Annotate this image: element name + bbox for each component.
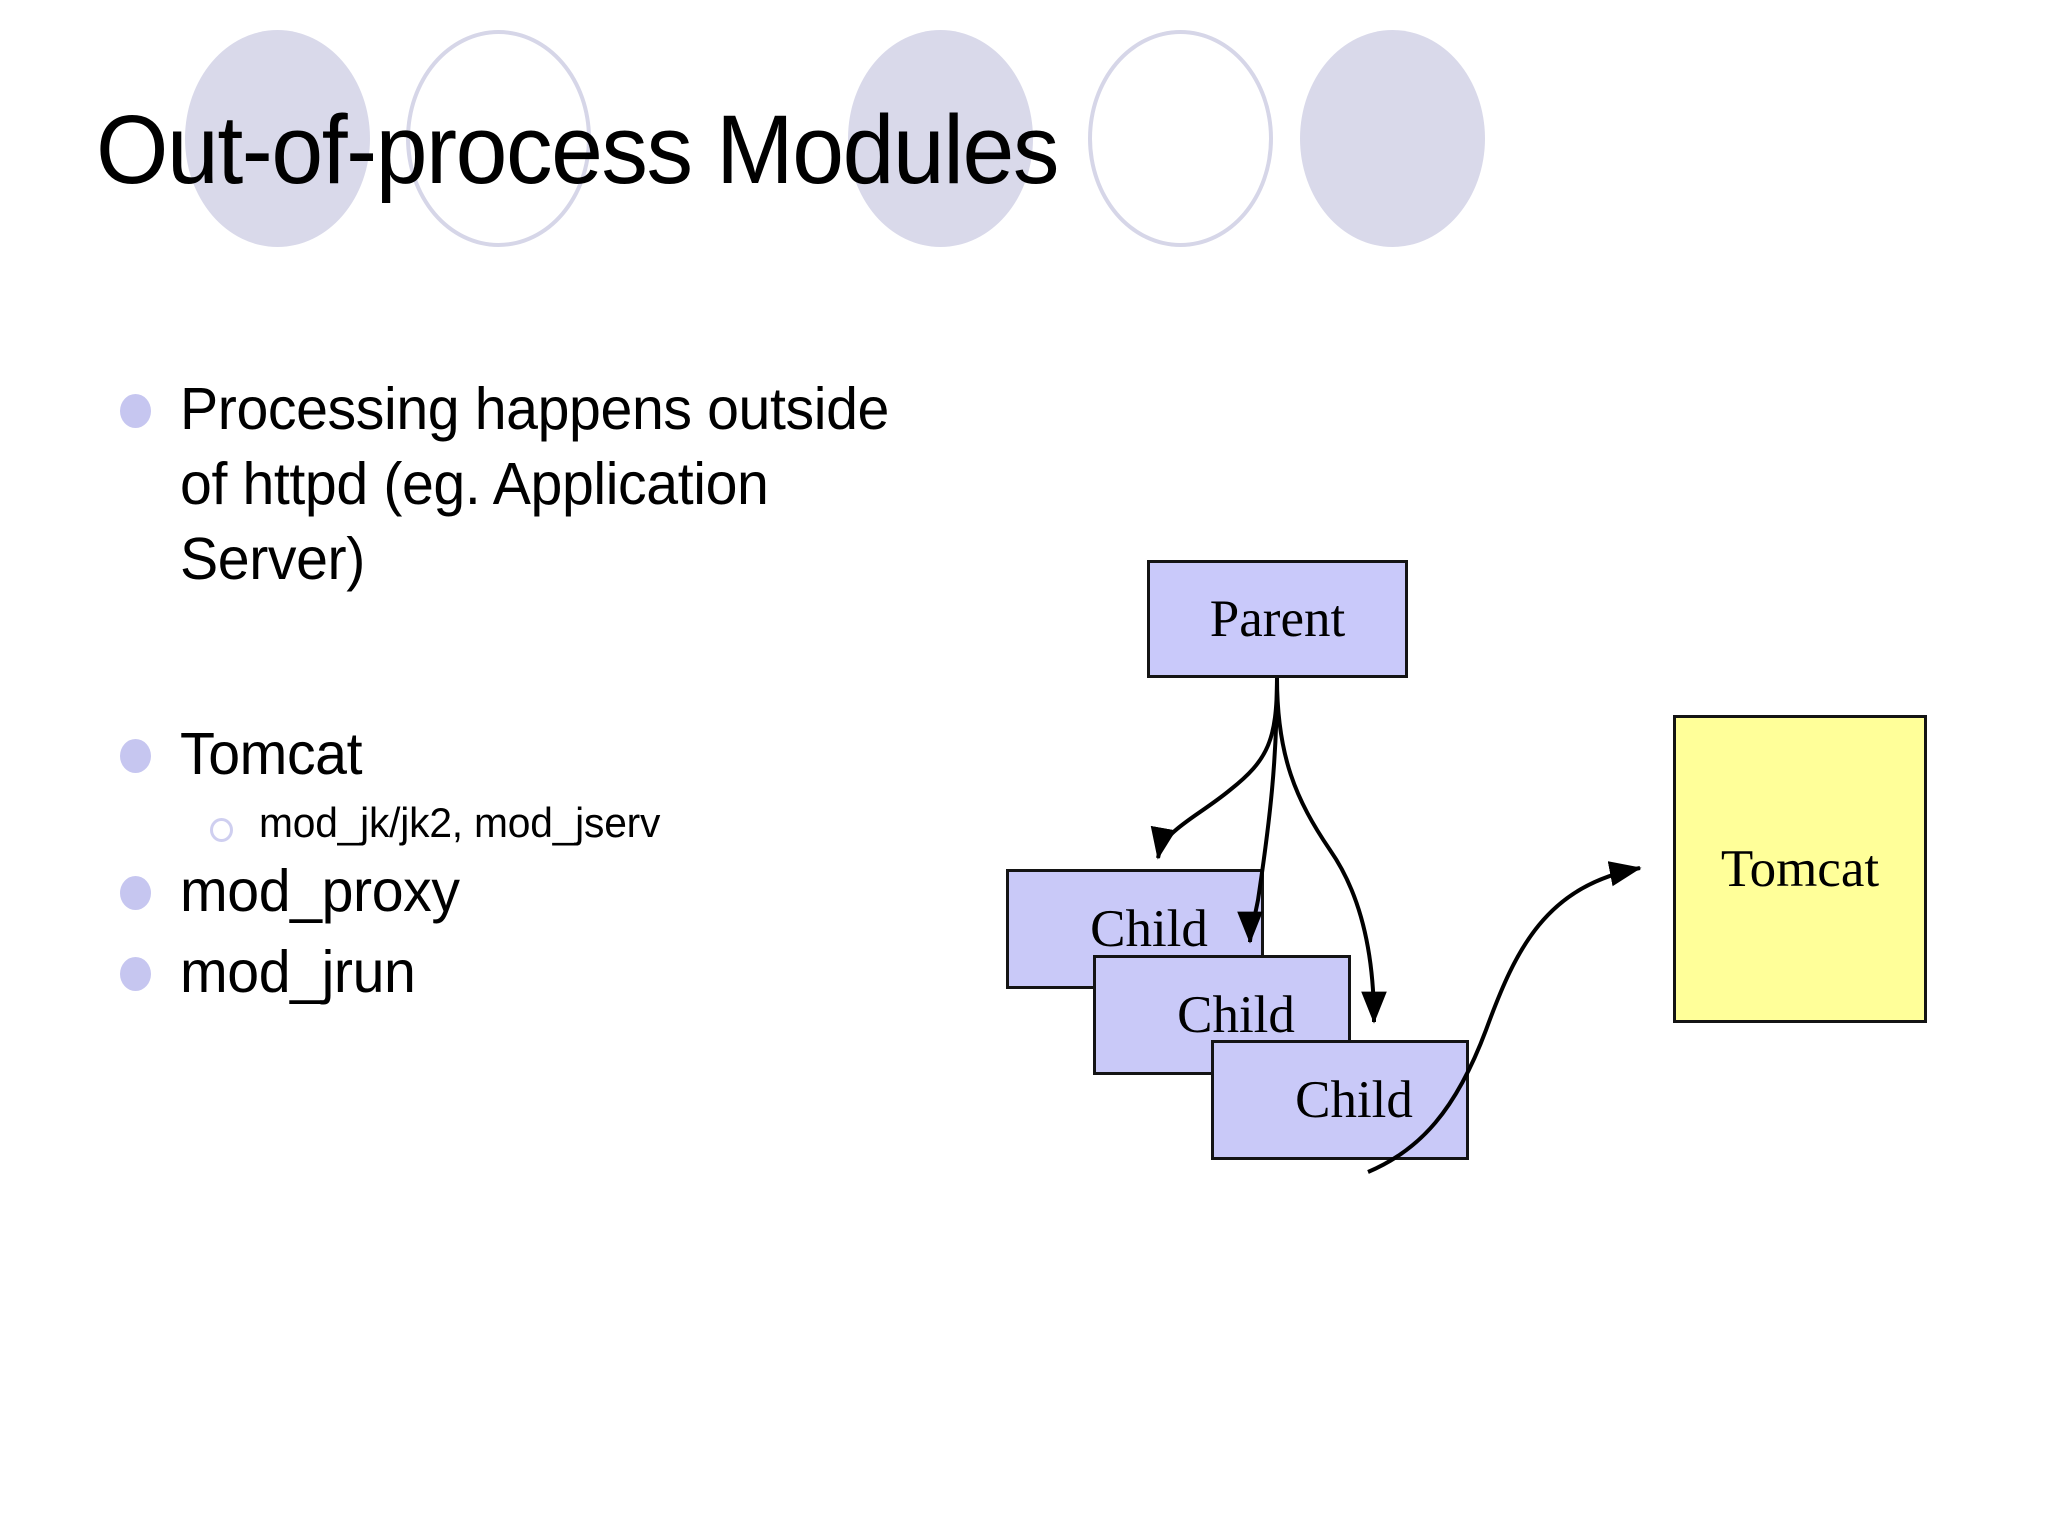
bullet-item-modjrun: mod_jrun — [120, 935, 960, 1010]
decor-filled-ellipse-1 — [185, 30, 370, 247]
parent-process-box: Parent — [1147, 560, 1408, 678]
decorative-circle-band — [0, 0, 2048, 260]
bullet-label: Processing happens outside of httpd (eg.… — [180, 376, 889, 592]
child-box-label: Child — [1295, 1071, 1413, 1129]
parent-box-label: Parent — [1209, 590, 1346, 648]
bullet-dot-icon — [120, 394, 151, 428]
bullet-item-tomcat: Tomcat — [120, 717, 960, 792]
arrow-parent-to-child-1 — [1150, 677, 1279, 860]
decor-outline-ellipse-1 — [406, 30, 591, 247]
decor-outline-ellipse-2 — [1088, 30, 1273, 247]
tomcat-backend-box: Tomcat — [1673, 715, 1927, 1023]
hollow-bullet-icon — [210, 817, 233, 842]
bullet-dot-icon — [120, 957, 151, 991]
sub-bullet-item-modjk: mod_jk/jk2, mod_jserv — [120, 798, 960, 848]
bullet-item-processing: Processing happens outside of httpd (eg.… — [120, 372, 960, 597]
list-spacer — [120, 603, 960, 717]
slide-title: Out-of-process Modules — [96, 95, 1059, 204]
child-box-label: Child — [1090, 900, 1208, 958]
slide-body-list: Processing happens outside of httpd (eg.… — [120, 372, 960, 1016]
bullet-label: mod_proxy — [180, 858, 460, 925]
decor-filled-ellipse-2 — [848, 30, 1033, 247]
bullet-label: Tomcat — [180, 720, 363, 787]
child-box-label: Child — [1177, 986, 1295, 1044]
bullet-dot-icon — [120, 738, 151, 773]
bullet-dot-icon — [120, 876, 151, 911]
bullet-item-modproxy: mod_proxy — [120, 854, 960, 929]
child-process-box-3: Child — [1211, 1040, 1469, 1160]
decor-filled-ellipse-3 — [1300, 30, 1485, 247]
bullet-label: mod_jrun — [180, 939, 416, 1005]
tomcat-box-label: Tomcat — [1720, 840, 1880, 898]
sub-bullet-label: mod_jk/jk2, mod_jserv — [259, 798, 661, 846]
